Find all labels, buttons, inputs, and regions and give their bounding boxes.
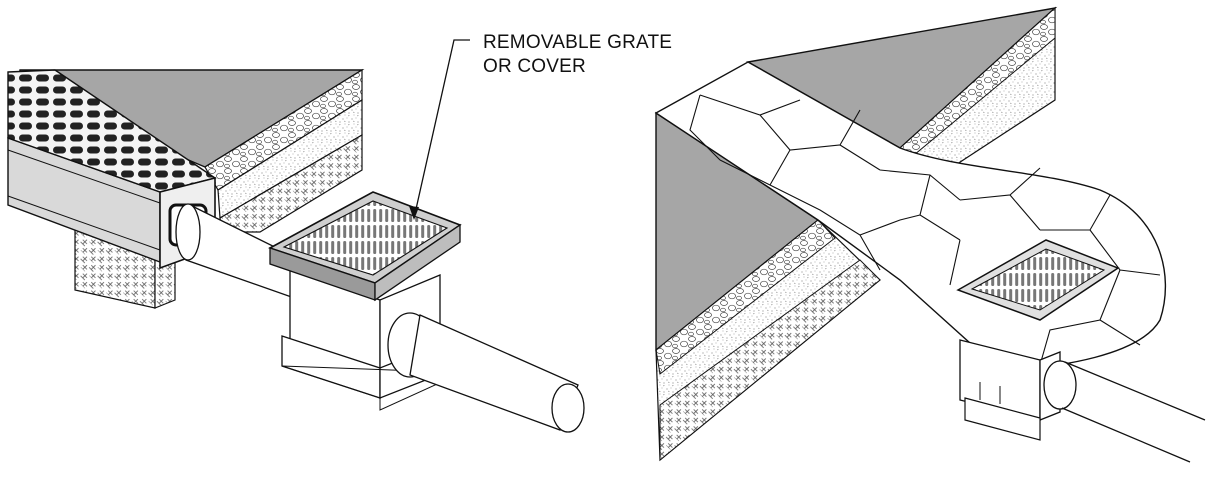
paver-basin-scene [654, 6, 1206, 463]
callout-line-1: REMOVABLE GRATE [483, 32, 673, 53]
catch-basin-right [956, 239, 1120, 441]
outlet-pipe-left [387, 312, 585, 433]
paver-joints [689, 94, 1161, 366]
trench-drain-scene [7, 39, 585, 433]
callout-line-2: OR COVER [483, 56, 586, 77]
removable-grate-right [970, 248, 1106, 311]
callout-leader [413, 39, 470, 219]
removable-grate [282, 200, 449, 276]
callout-label: REMOVABLE GRATE OR COVER [483, 31, 672, 79]
outlet-pipe-right [1043, 360, 1206, 463]
